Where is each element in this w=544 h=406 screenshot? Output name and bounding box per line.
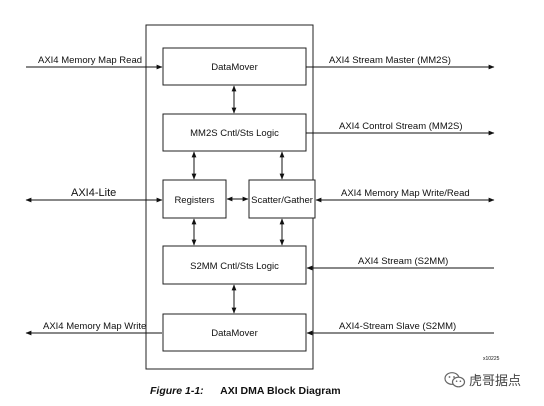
s2mm-cntl-sts-label: S2MM Cntl/Sts Logic [190,261,279,272]
watermark-text: 虎哥据点 [469,374,522,389]
axi4-mm-read-label: AXI4 Memory Map Read [38,55,142,66]
figure-caption: Figure 1-1: AXI DMA Block Diagram [150,381,341,398]
watermark: 虎哥据点 [444,370,521,389]
axi4-mm-write-label: AXI4 Memory Map Write [43,321,146,332]
wechat-logo-icon [444,371,466,389]
figure-id: x10225 [483,356,500,362]
datamover-top-label: DataMover [211,62,257,73]
mm2s-cntl-sts-block: MM2S Cntl/Sts Logic [162,113,307,152]
s2mm-cntl-sts-block: S2MM Cntl/Sts Logic [162,245,307,285]
datamover-bottom-label: DataMover [211,328,257,339]
axi4-stream-slave-label: AXI4-Stream Slave (S2MM) [339,321,456,332]
caption-title: AXI DMA Block Diagram [220,385,340,397]
datamover-top-block: DataMover [162,47,307,86]
axi4-stream-s2mm-label: AXI4 Stream (S2MM) [358,256,448,267]
registers-label: Registers [174,195,214,206]
scatter-gather-label: Scatter/Gather [251,195,313,206]
scatter-gather-block: Scatter/Gather [248,179,316,219]
axi4-mm-write-read-label: AXI4 Memory Map Write/Read [341,188,470,199]
datamover-bottom-block: DataMover [162,313,307,352]
axi4-lite-label: AXI4-Lite [71,187,116,199]
axi4-control-stream-label: AXI4 Control Stream (MM2S) [339,121,463,132]
mm2s-cntl-sts-label: MM2S Cntl/Sts Logic [190,128,279,139]
axi4-stream-master-label: AXI4 Stream Master (MM2S) [329,55,451,66]
caption-label: Figure 1-1: [150,385,204,397]
registers-block: Registers [162,179,227,219]
